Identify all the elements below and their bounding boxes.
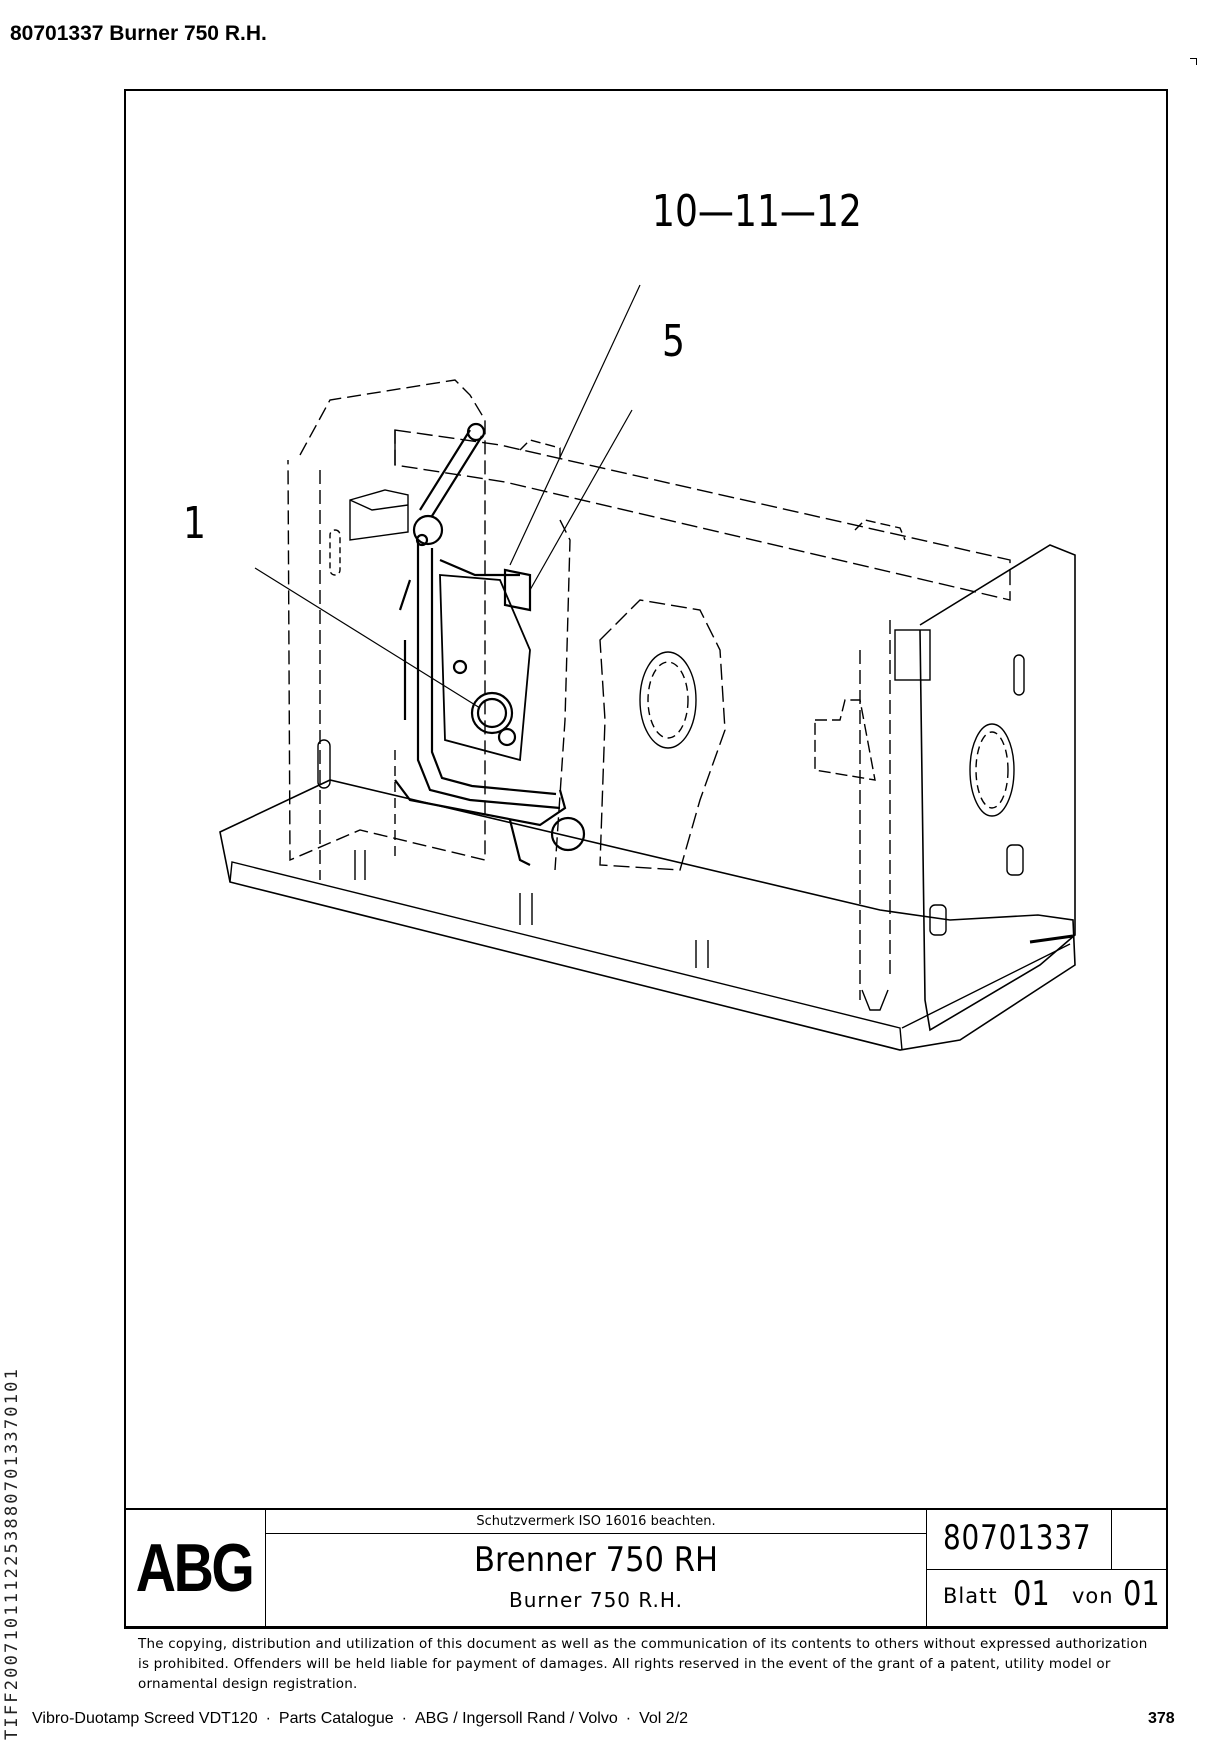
base-plate	[219, 779, 1076, 1051]
drawing-sheet-frame	[124, 89, 1168, 1629]
abg-logo: ABG	[124, 1508, 266, 1626]
legal-line-2: is prohibited. Offenders will be held li…	[138, 1656, 1111, 1672]
leader-5	[529, 409, 633, 591]
footer-doc: Parts Catalogue	[278, 1710, 394, 1727]
callout-5: 5	[662, 316, 685, 367]
sheet-info: Blatt 01 von 01	[926, 1570, 1168, 1626]
burner-plate	[439, 574, 531, 762]
left-block	[349, 489, 409, 541]
of-label: von	[1072, 1584, 1114, 1608]
drawing-number: 80701337	[943, 1518, 1092, 1558]
legal-notice: The copying, distribution and utilizatio…	[138, 1634, 1158, 1694]
leader-10-11-12	[509, 284, 641, 566]
sheet-label: Blatt	[943, 1584, 998, 1608]
protection-notice: Schutzvermerk ISO 16016 beachten.	[266, 1508, 926, 1534]
legal-line-1: The copying, distribution and utilizatio…	[138, 1636, 1148, 1652]
left-side-plate	[287, 379, 486, 862]
leader-1	[254, 567, 481, 709]
of-value: 01	[1123, 1574, 1160, 1614]
footer-product: Vibro-Duotamp Screed VDT120	[32, 1710, 258, 1727]
drawing-title-english: Burner 750 R.H.	[509, 1588, 683, 1612]
drawing-title-german: Brenner 750 RH	[473, 1540, 719, 1580]
callout-10-11-12: 10—11—12	[652, 186, 862, 237]
legal-line-3: ornamental design registration.	[138, 1676, 358, 1692]
center-bracket	[599, 599, 726, 871]
page-number: 378	[1148, 1710, 1175, 1727]
right-side-plate	[919, 544, 1076, 1032]
crop-mark	[1190, 58, 1197, 65]
title-block-divider	[124, 1626, 1168, 1628]
footer-volume: Vol 2/2	[639, 1710, 689, 1727]
sheet-value: 01	[1013, 1574, 1050, 1614]
callout-1: 1	[183, 498, 206, 549]
burner-pipe	[419, 429, 483, 517]
footer: Vibro-Duotamp Screed VDT120·Parts Catalo…	[32, 1710, 689, 1727]
footer-maker: ABG / Ingersoll Rand / Volvo	[414, 1710, 618, 1727]
page-title: 80701337 Burner 750 R.H.	[10, 22, 267, 45]
drawing-number-box: 80701337	[926, 1508, 1112, 1570]
right-bracket	[814, 699, 876, 781]
title-block-empty-cell	[1112, 1508, 1168, 1570]
